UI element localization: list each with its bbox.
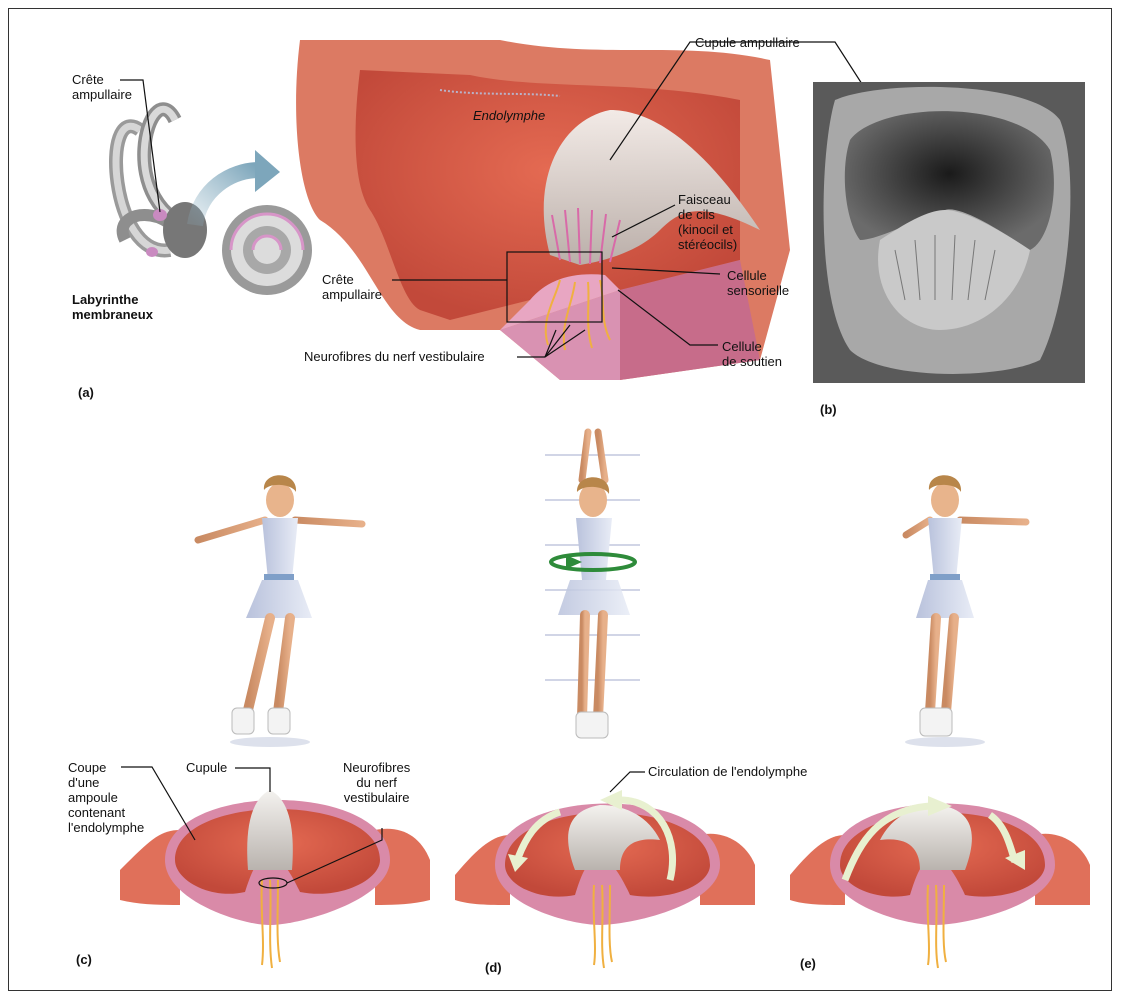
label-circulation-endolymphe: Circulation de l'endolymphe — [648, 764, 807, 779]
label-faisceau-de-cils: Faisceau de cils (kinocil et stéréocils) — [678, 192, 737, 252]
ampulla-e — [790, 796, 1090, 968]
panel-tag-b: (b) — [820, 402, 837, 417]
leader-cupule — [235, 768, 270, 792]
labyrinth-illustration — [116, 109, 312, 295]
leader-circulation — [610, 772, 645, 792]
skater-e — [905, 475, 1026, 747]
label-labyrinthe-membraneux: Labyrinthe membraneux — [72, 292, 153, 322]
ampulla-c — [120, 790, 430, 968]
panel-tag-d: (d) — [485, 960, 502, 975]
label-cellule-de-soutien: Cellule de soutien — [722, 339, 782, 369]
sem-micrograph — [813, 82, 1085, 383]
label-neurofibres-nerf-vestibulaire: Neurofibres du nerf vestibulaire — [304, 349, 485, 364]
panel-tag-e: (e) — [800, 956, 816, 971]
label-endolymphe: Endolymphe — [473, 108, 545, 123]
label-cellule-sensorielle: Cellule sensorielle — [727, 268, 789, 298]
label-crete-ampullaire-small: Crête ampullaire — [72, 72, 132, 102]
label-coupe-ampoule: Coupe d'une ampoule contenant l'endolymp… — [68, 760, 144, 835]
ampulla-d — [455, 790, 755, 968]
skater-d-spinning — [545, 432, 640, 738]
label-cupule-ampullaire: Cupule ampullaire — [695, 35, 800, 50]
panel-tag-c: (c) — [76, 952, 92, 967]
panel-tag-a: (a) — [78, 385, 94, 400]
label-cupule: Cupule — [186, 760, 227, 775]
label-crete-ampullaire: Crête ampullaire — [322, 272, 382, 302]
label-neurofibres-c: Neurofibres du nerf vestibulaire — [343, 760, 410, 805]
skater-c — [198, 475, 362, 747]
